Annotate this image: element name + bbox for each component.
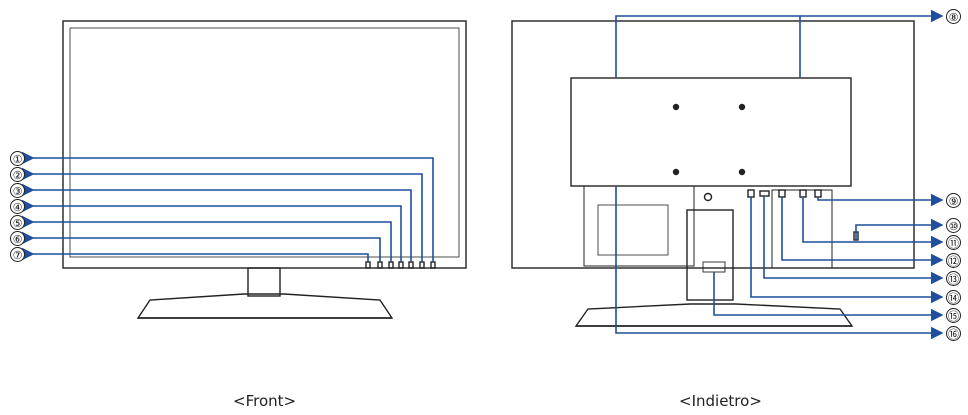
- front-button-7: [365, 261, 371, 269]
- callout-number-1: ①: [10, 151, 25, 166]
- leader-15: [713, 272, 944, 322]
- callout-number-10: ⑩: [946, 218, 961, 233]
- port: [799, 189, 807, 198]
- callout-number-15: ⑮: [946, 308, 961, 323]
- back-monitor: [511, 20, 915, 327]
- leader-14: [750, 197, 944, 304]
- callout-number-4: ④: [10, 199, 25, 214]
- back-bracket: [583, 185, 695, 267]
- leader-7: [21, 247, 369, 262]
- vesa-hole: [738, 103, 746, 111]
- back-stand-neck: [686, 209, 734, 301]
- leader-13: [763, 196, 944, 285]
- leader-3: [21, 183, 412, 262]
- back-label: [597, 204, 669, 256]
- front-screen: [69, 27, 460, 258]
- callout-number-9: ⑨: [946, 193, 961, 208]
- front-button-3: [408, 261, 414, 269]
- front-neck: [247, 267, 281, 297]
- front-button-1: [430, 261, 436, 269]
- leader-2: [21, 167, 423, 262]
- callout-number-14: ⑭: [946, 290, 961, 305]
- front-button-2: [419, 261, 425, 269]
- front-monitor: [62, 20, 467, 319]
- leader-6: [21, 231, 381, 262]
- leader-8-bracket: [615, 15, 801, 78]
- vesa-hole: [738, 168, 746, 176]
- front-leader-lines: [21, 151, 434, 262]
- back-port-area: [771, 189, 833, 269]
- back-caption: <Indietro>: [679, 392, 762, 410]
- leader-10: [855, 218, 944, 240]
- callout-number-5: ⑤: [10, 215, 25, 230]
- port: [759, 190, 770, 197]
- callout-number-11: ⑪: [946, 235, 961, 250]
- callout-number-8: ⑧: [946, 9, 961, 24]
- front-button-4: [398, 261, 404, 269]
- front-button-6: [377, 261, 383, 269]
- callout-number-6: ⑥: [10, 231, 25, 246]
- leader-12: [781, 197, 944, 267]
- leader-9: [817, 193, 944, 207]
- leader-5: [21, 215, 392, 262]
- port: [747, 189, 755, 198]
- leader-11: [802, 197, 944, 249]
- cable-clip: [702, 261, 726, 273]
- callout-number-7: ⑦: [10, 247, 25, 262]
- vesa-hole: [672, 168, 680, 176]
- leader-16: [615, 186, 944, 340]
- back-leader-lines: [615, 9, 944, 340]
- callout-number-3: ③: [10, 183, 25, 198]
- front-base: [136, 293, 394, 319]
- port: [814, 189, 822, 198]
- front-bezel: [62, 20, 467, 269]
- front-caption: <Front>: [233, 392, 297, 410]
- screw-hole: [703, 192, 713, 202]
- callout-number-2: ②: [10, 167, 25, 182]
- callout-number-12: ⑫: [946, 253, 961, 268]
- port: [778, 189, 786, 198]
- leader-4: [21, 199, 402, 262]
- vesa-hole: [672, 103, 680, 111]
- front-button-5: [388, 261, 394, 269]
- leader-1: [21, 151, 434, 262]
- callout-number-16: ⑯: [946, 326, 961, 341]
- back-panel: [570, 77, 852, 187]
- callout-number-13: ⑬: [946, 271, 961, 286]
- back-housing: [511, 20, 915, 269]
